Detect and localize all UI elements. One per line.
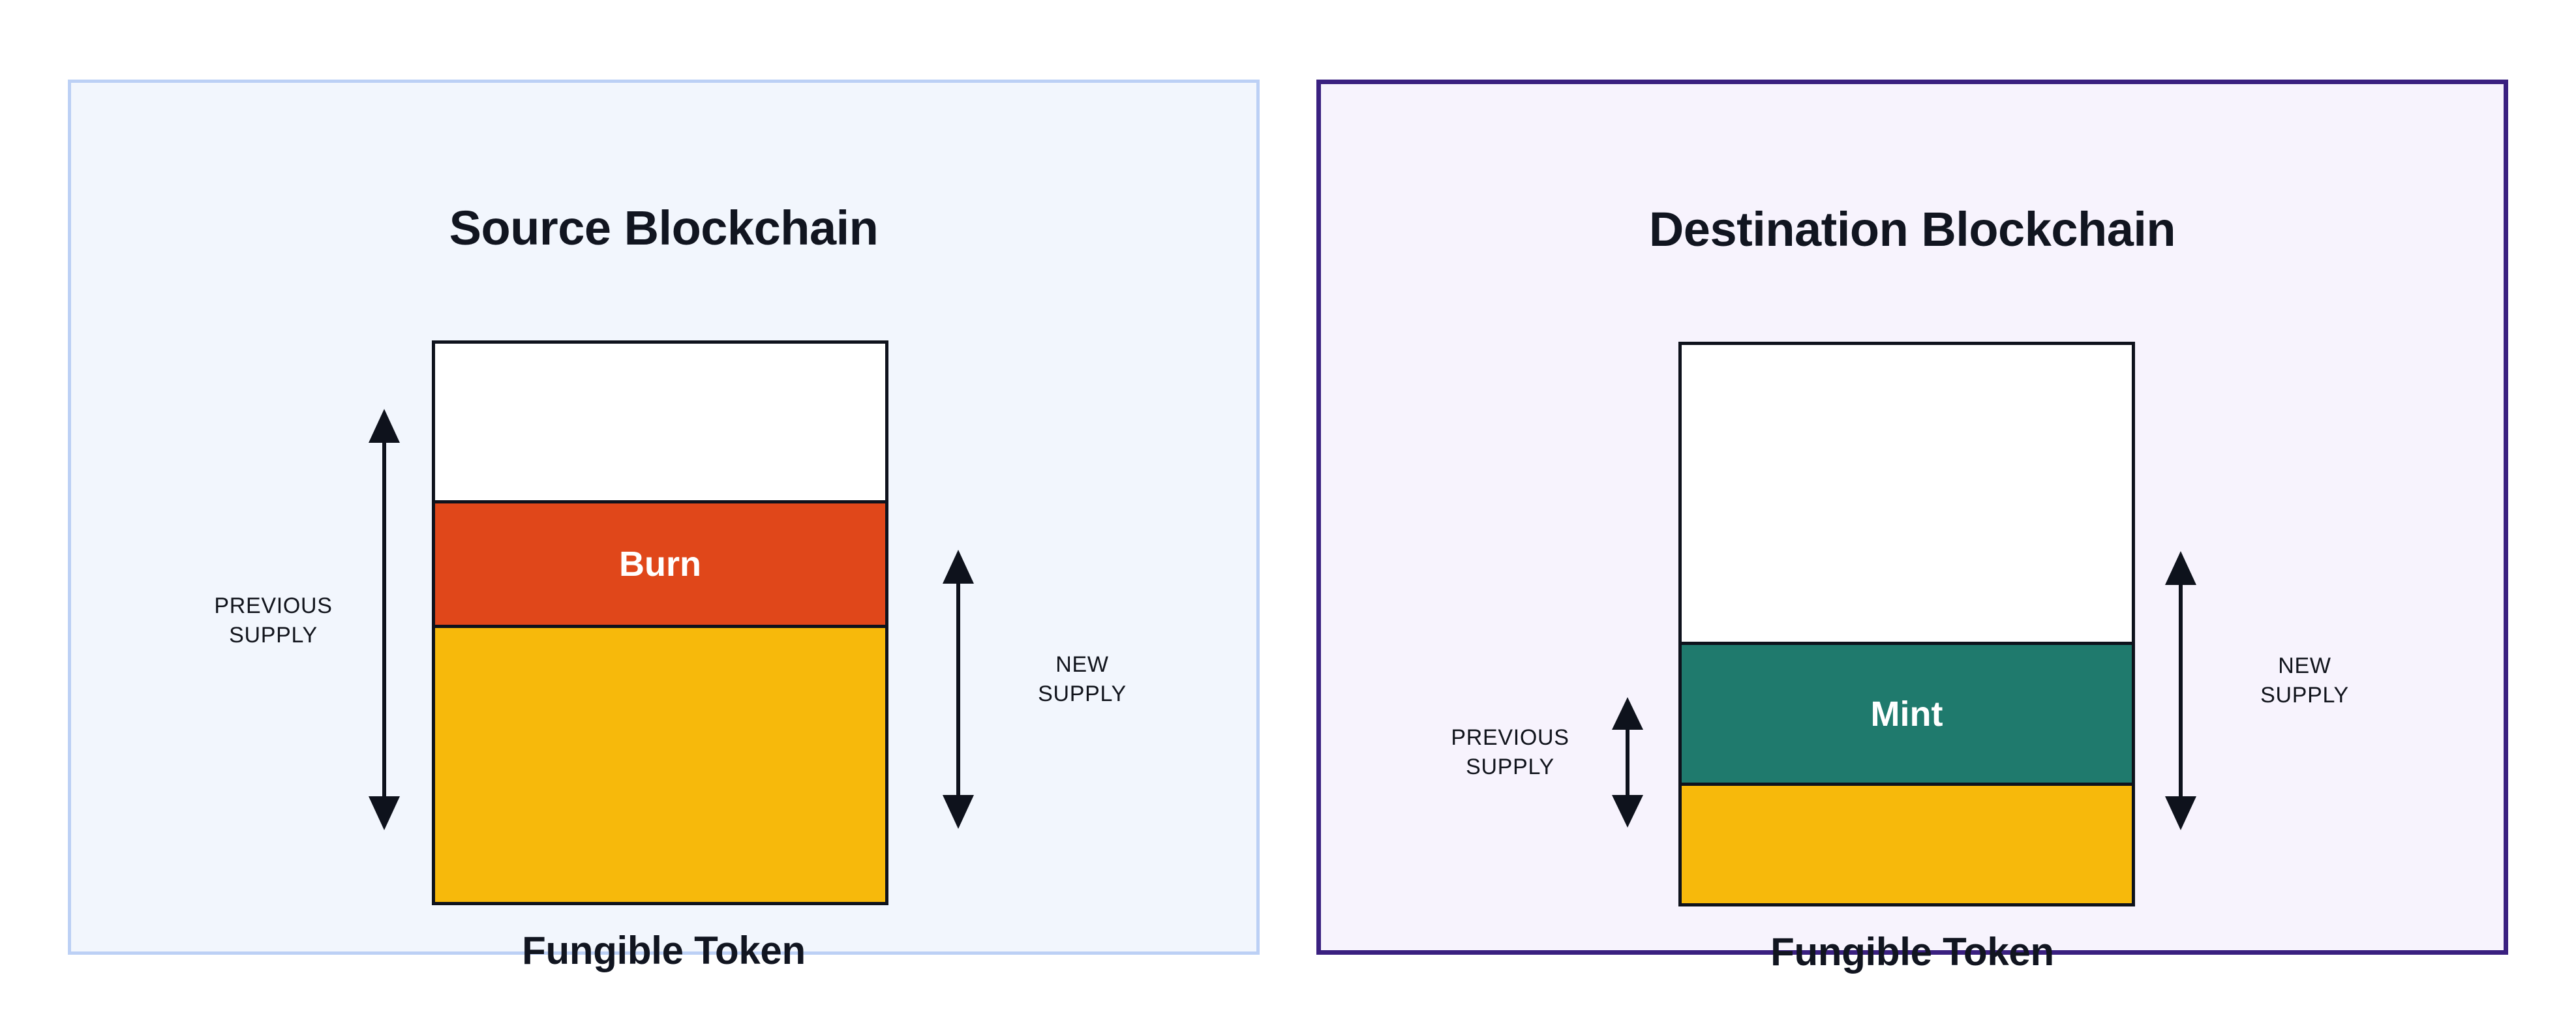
double-headed-arrow-icon [2165, 551, 2196, 830]
destination-panel-title: Destination Blockchain [1648, 202, 2176, 256]
source-new-supply-measure [943, 550, 974, 829]
double-headed-arrow-icon [1612, 697, 1643, 828]
source-previous-supply-measure [369, 409, 400, 830]
source-new-supply-label: NEW SUPPLY [1038, 652, 1127, 706]
double-headed-arrow-icon [943, 550, 974, 829]
destination-token-supply-bar: Mint [1678, 342, 2135, 906]
destination-previous-supply-measure [1612, 697, 1643, 828]
destination-new-supply-label: NEW SUPPLY [2260, 653, 2349, 708]
source-panel-footer: Fungible Token [522, 929, 806, 972]
destination-segment-headroom [1682, 345, 2132, 642]
destination-new-supply-measure [2165, 551, 2196, 830]
destination-previous-supply-label: PREVIOUS SUPPLY [1451, 725, 1569, 779]
source-segment-headroom [435, 344, 885, 500]
burn-label: Burn [619, 545, 701, 584]
source-panel-title: Source Blockchain [449, 201, 879, 255]
destination-segment-existing-supply [1682, 786, 2132, 903]
destination-segment-mint: Mint [1682, 642, 2132, 786]
source-blockchain-panel: Source Blockchain Burn PREVIOUS SUPPLY [68, 80, 1260, 972]
destination-panel-footer: Fungible Token [1770, 930, 2054, 974]
destination-blockchain-panel: Destination Blockchain Mint PREVIOUS SUP… [1316, 80, 2508, 974]
source-segment-burn: Burn [435, 500, 885, 628]
double-headed-arrow-icon [369, 409, 400, 830]
source-previous-supply-label: PREVIOUS SUPPLY [214, 593, 333, 648]
source-segment-remaining-supply [435, 628, 885, 902]
source-token-supply-bar: Burn [432, 340, 888, 905]
mint-label: Mint [1870, 694, 1943, 734]
